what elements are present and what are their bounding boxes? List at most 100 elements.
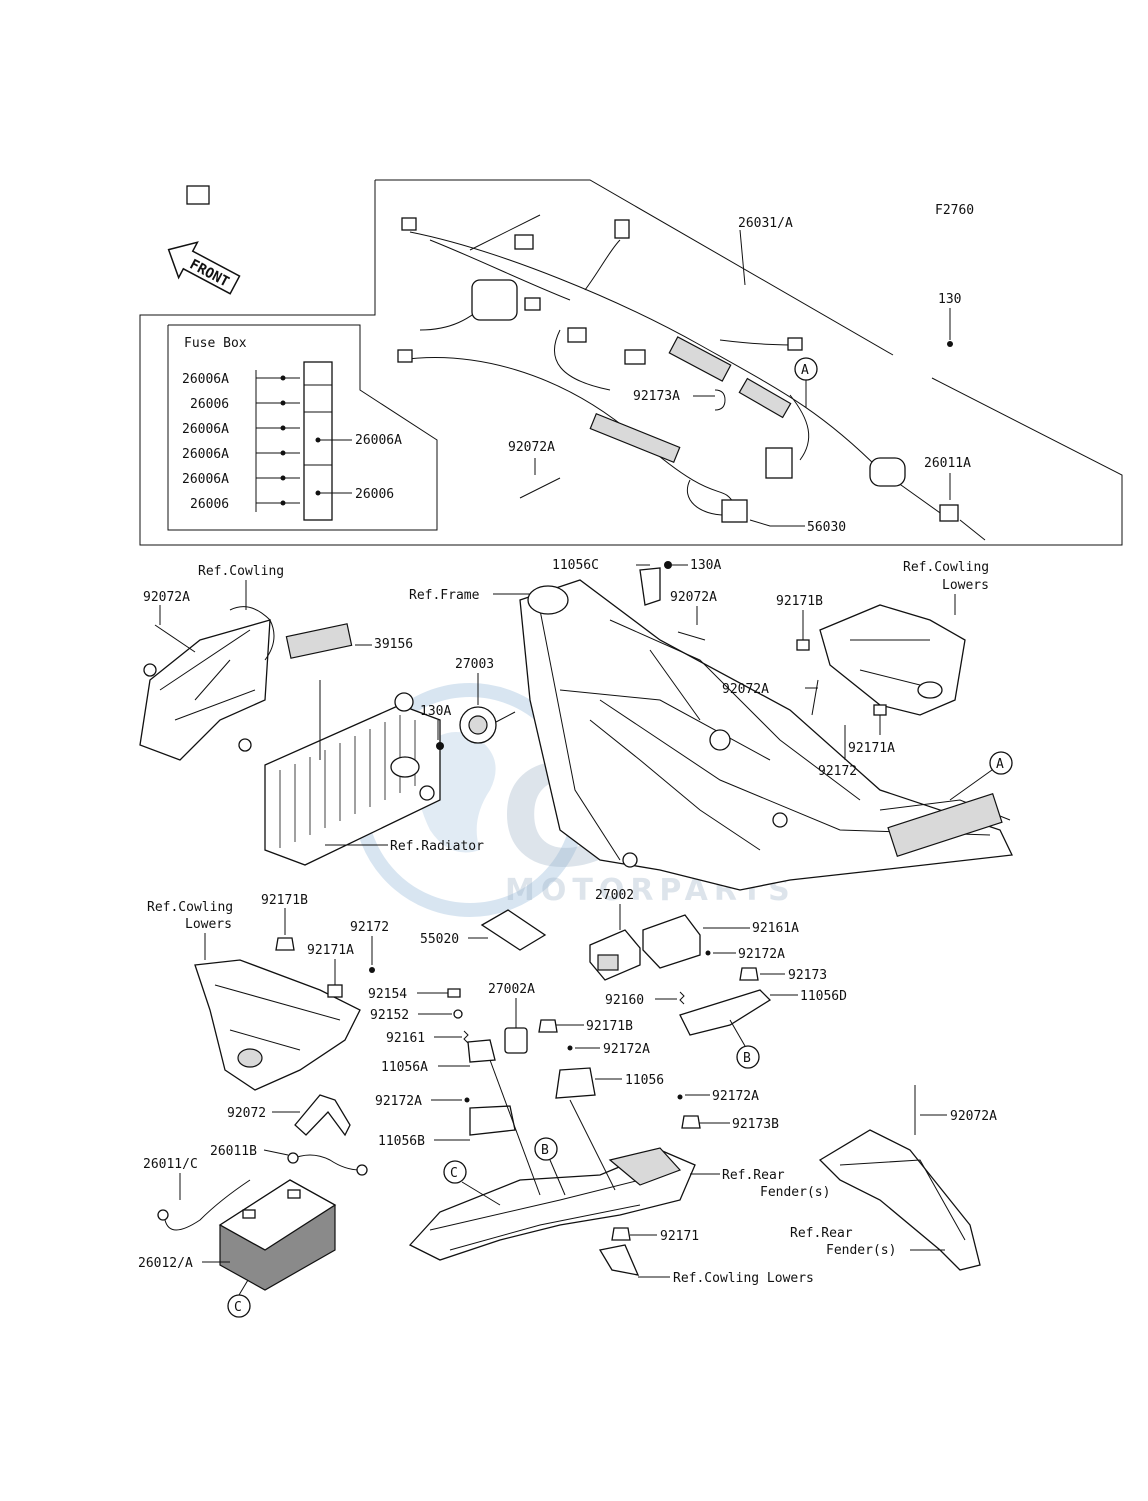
harness-sheath-icon: [668, 336, 732, 382]
label-ref-frame: Ref.Frame: [409, 588, 480, 603]
main-frame: [519, 579, 1013, 891]
label-92172-right: 92172: [818, 764, 857, 779]
damper-icon: [681, 1115, 701, 1129]
screw-icon: [447, 988, 461, 998]
main-wiring-harness: [186, 185, 959, 523]
label-92072a-harness: 92072A: [508, 440, 555, 455]
label-130a-frame: 130A: [690, 558, 721, 573]
label-ref-cowling-lowers-bottom: Ref.Cowling Lowers: [673, 1271, 814, 1286]
connector-icon: [787, 337, 803, 351]
label-92171b-right: 92171B: [776, 594, 823, 609]
connector-icon: [401, 217, 417, 231]
fuse-label-1: 26006A: [182, 372, 229, 387]
fuse-box-left-leaders: [255, 370, 300, 512]
label-11056b: 11056B: [378, 1134, 425, 1149]
label-92072a-far: 92072A: [950, 1109, 997, 1124]
label-92171b-mid: 92171B: [586, 1019, 633, 1034]
cowling-lower-right: [819, 604, 966, 716]
harness-frame-outline-2: [139, 180, 1123, 546]
label-26011c: 26011/C: [143, 1157, 198, 1172]
label-26011a: 26011A: [924, 456, 971, 471]
label-26012a: 26012/A: [138, 1256, 193, 1271]
callout-c-2: C: [227, 1279, 251, 1318]
svg-text:C: C: [234, 1300, 242, 1315]
fuse-label-2: 26006: [190, 397, 229, 412]
svg-text:A: A: [996, 757, 1004, 772]
spring-icon: [679, 991, 685, 1005]
clamp-icon: [714, 389, 726, 411]
callout-c-1: C: [443, 1160, 501, 1206]
rear-fender-right: [818, 1129, 981, 1271]
radiator-assembly: [264, 692, 441, 866]
cable-band-icon: [677, 631, 706, 641]
label-92171a-left: 92171A: [307, 943, 354, 958]
label-ref-cowling: Ref.Cowling: [198, 564, 284, 579]
connector-block-icon: [765, 447, 793, 479]
connector-icon: [186, 185, 210, 205]
battery-icon: [218, 1179, 337, 1291]
label-26011b: 26011B: [210, 1144, 257, 1159]
label-92172a-left: 92172A: [375, 1094, 422, 1109]
bracket-11056b-icon: [469, 1105, 516, 1136]
label-ref-cowling-lowers-l1: Ref.Cowling: [147, 900, 233, 915]
label-92172a-right2: 92172A: [712, 1089, 759, 1104]
callout-b-1: B: [729, 1019, 760, 1069]
fuse-label-3: 26006A: [182, 422, 229, 437]
front-arrow-icon: FRONT: [167, 241, 241, 295]
damper-icon: [538, 1019, 558, 1033]
connector-icon: [721, 499, 748, 523]
connector-icon: [524, 297, 541, 311]
cowling-stay-assembly: [139, 606, 275, 761]
label-130a-horn: 130A: [420, 704, 451, 719]
label-92171b-left: 92171B: [261, 893, 308, 908]
lead-26011c: [164, 1179, 251, 1231]
label-92160: 92160: [605, 993, 644, 1008]
label-92171: 92171: [660, 1229, 699, 1244]
svg-text:A: A: [801, 363, 809, 378]
harness-sheath-icon: [738, 377, 792, 419]
label-92172a-mid: 92172A: [603, 1042, 650, 1057]
figure-code: F2760: [935, 203, 974, 218]
damper-icon: [275, 937, 295, 951]
svg-text:C: C: [450, 1166, 458, 1181]
relay-27002-icon: [589, 929, 641, 981]
label-92173a: 92173A: [633, 389, 680, 404]
relay-housing-icon: [471, 279, 518, 321]
connector-icon: [567, 327, 587, 343]
label-11056a: 11056A: [381, 1060, 428, 1075]
fuse-label-5: 26006A: [182, 472, 229, 487]
harness-sheath-icon: [589, 412, 681, 464]
label-92154: 92154: [368, 987, 407, 1002]
bracket-icon: [639, 567, 661, 606]
damper-icon: [327, 984, 343, 998]
label-ref-cowling-lowers-l2: Lowers: [185, 917, 232, 932]
label-92072a-frame: 92072A: [670, 590, 717, 605]
connector-icon: [514, 234, 534, 250]
label-92172a-relay: 92172A: [738, 947, 785, 962]
spring-icon: [463, 1030, 469, 1044]
label-92072a-right: 92072A: [722, 682, 769, 697]
label-92161: 92161: [386, 1031, 425, 1046]
callout-a-1: A: [794, 357, 818, 408]
connector-icon: [624, 349, 646, 365]
ignition-lead-icon: [869, 457, 906, 487]
label-39156: 39156: [374, 637, 413, 652]
battery-strap-icon: [294, 1094, 351, 1137]
label-92072a-left: 92072A: [143, 590, 190, 605]
label-ref-rear-fender-1: Ref.Rear: [722, 1168, 785, 1183]
callout-b-2: B: [534, 1137, 566, 1196]
label-11056c: 11056C: [552, 558, 599, 573]
cable-band-icon: [811, 679, 819, 716]
connector-icon: [939, 504, 959, 522]
fuse-box-panel: Fuse Box 26006A 26006 26006A 26006A 2600…: [167, 324, 438, 531]
label-ref-cowling-lowers-1: Ref.Cowling: [903, 560, 989, 575]
svg-text:B: B: [541, 1143, 549, 1158]
label-ref-cowling-lowers-2: Lowers: [942, 578, 989, 593]
relay-92161a-icon: [642, 914, 701, 969]
label-92161a: 92161A: [752, 921, 799, 936]
label-130: 130: [938, 292, 961, 307]
fuse-label-right-1: 26006A: [355, 433, 402, 448]
label-ref-rear-fender2-1: Ref.Rear: [790, 1226, 853, 1241]
label-11056d: 11056D: [800, 989, 847, 1004]
